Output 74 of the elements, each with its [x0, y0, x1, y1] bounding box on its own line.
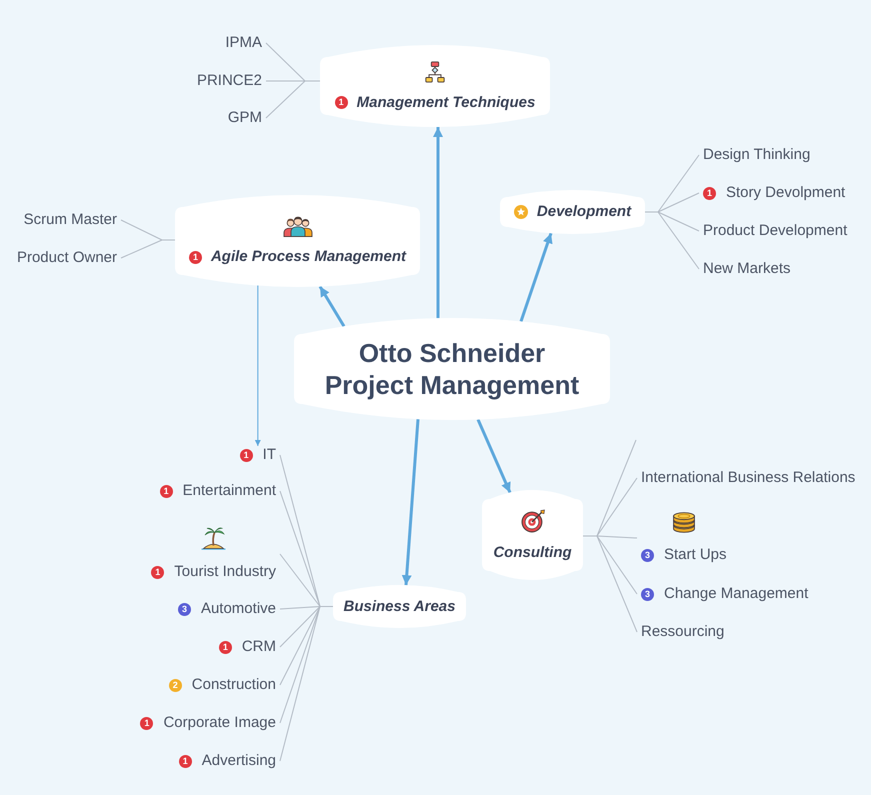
branch-line — [120, 240, 162, 258]
topic-label: Advertising — [202, 752, 276, 770]
topic-bubble — [482, 490, 583, 580]
priority-marker: 3 — [641, 548, 654, 562]
priority-marker: 1 — [140, 716, 154, 730]
topic-title: Consulting — [493, 544, 572, 562]
topic-bubble — [500, 190, 645, 234]
branch-line — [658, 192, 700, 212]
central-title: Otto Schneider Project Management — [324, 337, 580, 401]
priority-marker: 2 — [168, 678, 182, 692]
branch-line — [658, 212, 700, 270]
arrow — [318, 286, 346, 328]
topic-label: CRM — [242, 638, 276, 656]
topic-label: PRINCE2 — [192, 72, 266, 90]
topic-label: Ressourcing — [637, 623, 728, 641]
branch-line — [120, 220, 162, 240]
priority-marker: 1 — [151, 566, 164, 578]
priority-marker: 3 — [641, 588, 654, 600]
branch-line — [596, 536, 638, 632]
topic-label: Start Ups — [664, 546, 727, 564]
topic-label: Corporate Image — [163, 714, 276, 732]
arrow — [520, 232, 552, 322]
priority-marker: 1 — [160, 484, 173, 498]
branch-line — [596, 536, 638, 538]
central-topic — [294, 318, 610, 420]
branch-line — [304, 80, 320, 82]
topic-label: New Markets — [699, 260, 795, 278]
topic-bubble — [333, 585, 466, 628]
topic-title: Development — [536, 203, 632, 221]
branch-line — [280, 606, 320, 762]
topic-label: Entertainment — [182, 482, 276, 500]
branch-line — [596, 536, 638, 594]
priority-marker: 1 — [218, 640, 232, 654]
branch-line — [320, 606, 334, 607]
topic-label: IT — [262, 446, 276, 464]
branch-line — [266, 42, 306, 82]
branch-line — [280, 606, 320, 724]
arrow — [476, 418, 512, 494]
topic-label: Product Development — [699, 222, 852, 240]
topic-label: Change Management — [664, 585, 808, 603]
topic-bubble — [175, 195, 420, 287]
topic-label: Design Thinking — [699, 146, 814, 164]
topic-title: Management Techniques — [356, 94, 536, 112]
branch-line — [596, 478, 638, 536]
topic-label: GPM — [224, 109, 266, 127]
topic-label: Tourist Industry — [174, 563, 276, 581]
topic-label: Product Owner — [12, 249, 121, 267]
priority-marker: 1 — [240, 448, 253, 462]
branch-line — [658, 212, 700, 232]
branch-line — [280, 606, 320, 686]
topic-label: Construction — [192, 676, 276, 694]
branch-line — [266, 80, 306, 82]
topic-label: IPMA — [221, 34, 266, 52]
branch-line — [280, 606, 320, 648]
topic-title: Agile Process Management — [210, 248, 406, 266]
branch-line — [280, 454, 320, 607]
branch-line — [596, 440, 636, 536]
topic-bubble — [320, 45, 550, 127]
branch-line — [280, 606, 320, 610]
branch-line — [266, 80, 306, 118]
arrow — [402, 419, 420, 586]
topic-title: Business Areas — [343, 598, 456, 616]
branch-line — [280, 490, 320, 607]
topic-label: Story Devolpment — [726, 184, 846, 202]
branch-line — [280, 554, 320, 607]
topic-label: International Business Relations — [637, 469, 860, 487]
topic-label: Scrum Master — [20, 211, 121, 229]
priority-marker: 1 — [178, 754, 192, 768]
branch-line — [658, 154, 700, 212]
arrow — [433, 127, 443, 318]
priority-marker: 3 — [178, 602, 191, 616]
topic-label: Automotive — [200, 600, 276, 618]
arrow — [254, 285, 261, 446]
priority-marker: 1 — [703, 186, 716, 200]
